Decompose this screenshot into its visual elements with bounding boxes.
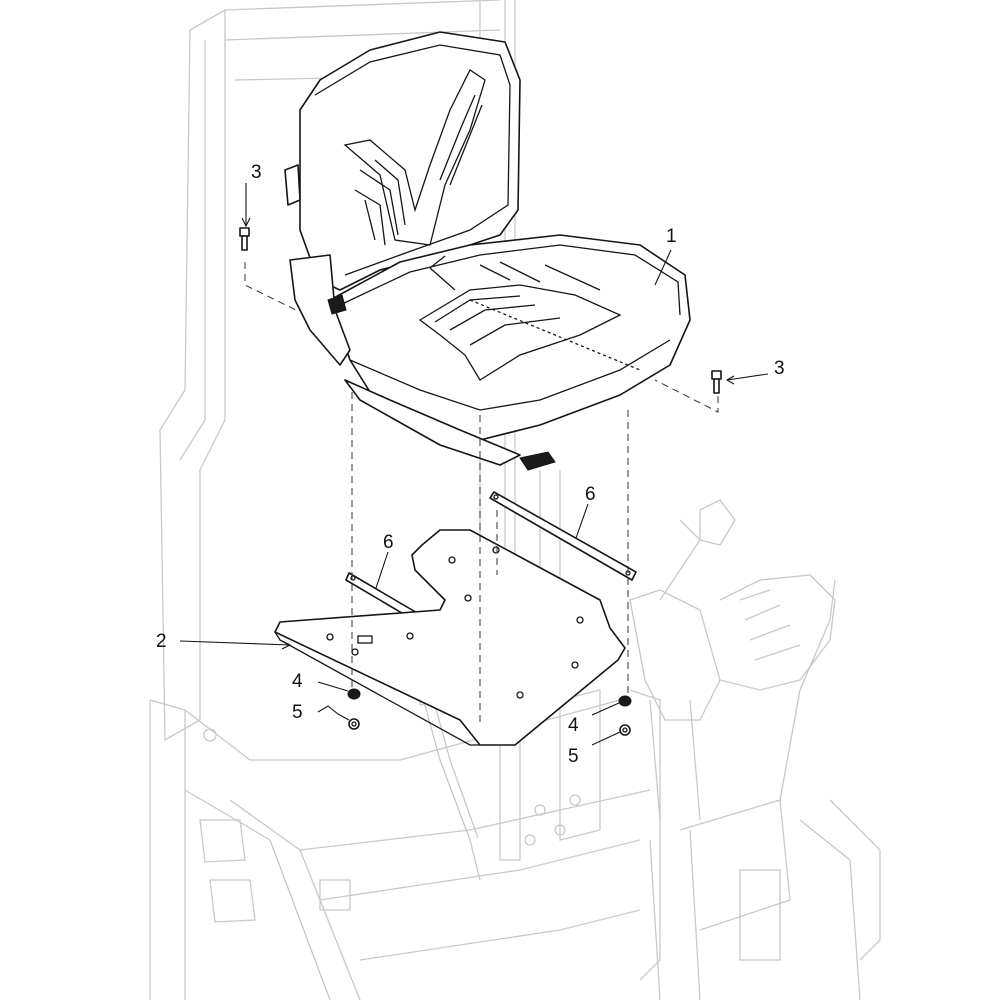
callout-nut-right: 5 xyxy=(568,746,579,767)
nut-left xyxy=(348,718,360,730)
leader-plate xyxy=(179,640,291,646)
leader-seat xyxy=(654,249,672,286)
leader-nut-left xyxy=(317,705,350,721)
callout-plate: 2 xyxy=(156,631,167,652)
leader-washer-right xyxy=(591,702,620,716)
alignment-lines xyxy=(244,262,719,725)
washer-right xyxy=(618,695,632,707)
leader-rail-left xyxy=(375,551,389,589)
nut-right xyxy=(619,724,631,736)
mounting-plate xyxy=(274,529,626,746)
callout-seat: 1 xyxy=(666,226,677,247)
washer-left xyxy=(347,688,361,700)
callout-rail-left: 6 xyxy=(383,532,394,553)
leader-nut-right xyxy=(591,731,621,746)
callout-washer-right: 4 xyxy=(568,715,579,736)
leader-washer-left xyxy=(317,681,349,692)
callout-washer-left: 4 xyxy=(292,671,303,692)
callout-nut-left: 5 xyxy=(292,702,303,723)
bolt-left xyxy=(239,227,250,251)
bolt-right xyxy=(711,370,722,394)
callout-rail-right: 6 xyxy=(585,484,596,505)
leader-rail-right xyxy=(575,503,589,539)
leader-bolt-right xyxy=(726,373,769,381)
leader-lines xyxy=(179,183,769,746)
seat-assembly xyxy=(284,31,691,471)
callout-bolt-left: 3 xyxy=(251,162,262,183)
callout-bolt-right: 3 xyxy=(774,358,785,379)
